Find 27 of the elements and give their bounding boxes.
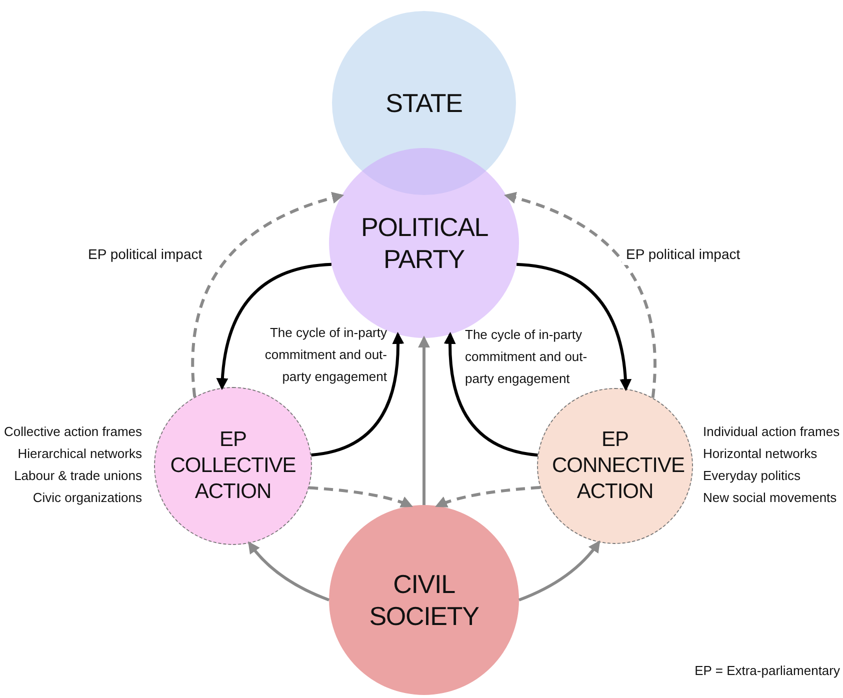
dashed-arrow	[308, 486, 413, 508]
arrow	[518, 540, 600, 602]
arrow	[248, 541, 330, 602]
feature-text: New social movements	[703, 489, 838, 507]
feature-text: Collective action frames	[3, 423, 142, 441]
feature-text: Everyday politics	[703, 467, 802, 485]
feature-text: Civic organizations	[32, 489, 142, 507]
abbreviation-note: EP = Extra-parliamentary	[694, 662, 840, 680]
cycle-note: The cycle of in-party commitment and out-party engagement	[465, 326, 588, 388]
dashed-arrow	[191, 192, 344, 398]
feature-text: Individual action frames	[703, 423, 841, 441]
feature-text: Hierarchical networks	[16, 445, 142, 463]
dashed-arrow	[504, 192, 656, 398]
feature-text: Labour & trade unions	[13, 467, 142, 485]
node-label: CIVIL SOCIETY	[368, 568, 480, 632]
arrow	[444, 332, 538, 457]
node-label: EP CONNECTIVE ACTION	[551, 426, 686, 506]
node-label: STATE	[384, 86, 464, 120]
node-label: EP COLLECTIVE ACTION	[169, 426, 297, 506]
arrow	[311, 332, 404, 456]
arrow	[418, 336, 430, 505]
arrow	[216, 262, 332, 390]
dashed-arrow	[435, 486, 540, 508]
node-label: POLITICAL PARTY	[360, 210, 490, 276]
arrow	[516, 262, 632, 392]
feature-text: Horizontal networks	[703, 445, 818, 463]
cycle-note: The cycle of in-party commitment and out-party engagement	[264, 324, 387, 386]
